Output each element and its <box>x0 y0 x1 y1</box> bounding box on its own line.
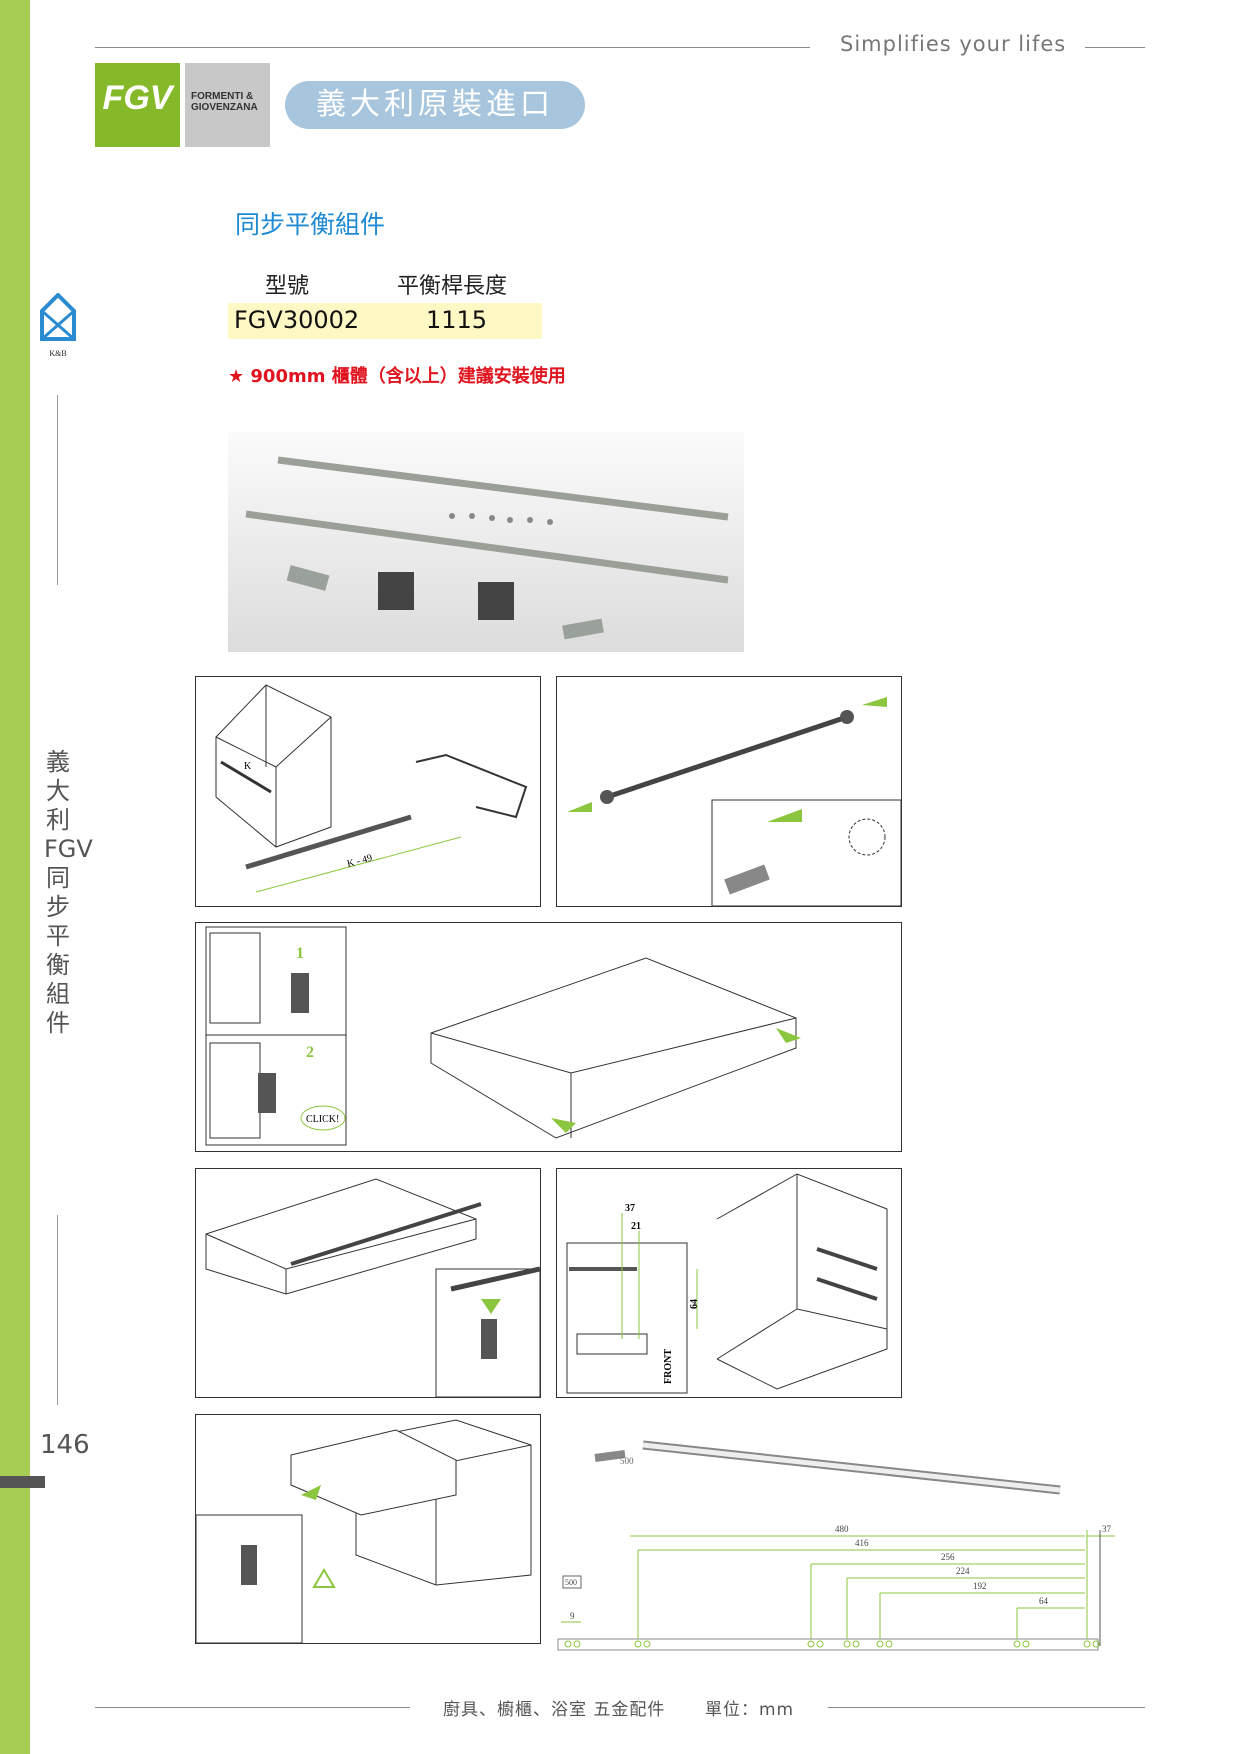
footer-rule-right <box>828 1707 1145 1708</box>
install-note: ★ 900mm 櫃體（含以上）建議安裝使用 <box>228 366 566 387</box>
header-length: 平衡桿長度 <box>397 274 508 299</box>
step-insert-drawer-diagram <box>195 1414 541 1644</box>
page-number: 146 <box>40 1430 90 1460</box>
step-insert-gear-diagram <box>556 676 902 907</box>
drawer-rod-illustration <box>205 1178 541 1398</box>
dim-224: 224 <box>956 1566 970 1576</box>
footer-category: 廚具、櫥櫃、浴室 五金配件 <box>443 1700 666 1720</box>
k-label: K <box>244 761 252 772</box>
step-cut-rod-diagram: K K - 49 <box>195 676 541 907</box>
length-cell: 1115 <box>426 306 488 334</box>
kb-logo-icon <box>40 292 76 341</box>
dim-480: 480 <box>835 1524 849 1534</box>
step-2-label: 2 <box>306 1044 314 1061</box>
step-position-diagram: 37 21 64 FRONT <box>556 1168 902 1398</box>
drawer-insert-illustration <box>195 1419 532 1644</box>
fgv-logo: FGV <box>95 63 180 147</box>
box-500-label: 500 <box>565 1578 577 1587</box>
dim-21: 21 <box>631 1221 641 1232</box>
step-attach-rod-diagram <box>195 1168 541 1398</box>
dim-64: 64 <box>1039 1596 1049 1606</box>
vertical-title: 義大利 FGV 同步平衡組件 <box>44 748 93 1037</box>
brand-name-logo: FORMENTI &GIOVENZANA <box>185 63 270 147</box>
rack-dimension-drawing: 500 480 416 256 224 192 64 37 9 500 <box>555 1414 1125 1654</box>
dim-9: 9 <box>570 1611 575 1621</box>
product-photo <box>228 432 744 652</box>
click-label: CLICK! <box>306 1114 339 1125</box>
header-rule <box>95 47 810 48</box>
model-cell: FGV30002 <box>234 306 360 334</box>
dim-37: 37 <box>625 1203 635 1214</box>
product-title: 同步平衡組件 <box>235 210 386 239</box>
footer-unit: 單位：mm <box>705 1700 795 1720</box>
cut-length-label: K - 49 <box>346 853 374 870</box>
kit-parts-illustration <box>245 456 729 640</box>
position-dimensions-illustration: 37 21 64 FRONT <box>566 1173 888 1394</box>
drawer-mount-illustration: 1 2 CLICK! <box>205 926 801 1146</box>
step-1-label: 1 <box>296 945 304 962</box>
side-rule <box>57 395 58 585</box>
rod-gear-illustration <box>567 697 902 907</box>
brand-name-line-1: FORMENTI & <box>191 91 254 102</box>
import-badge: 義大利原裝進口 <box>285 81 585 129</box>
dim-192: 192 <box>973 1581 987 1591</box>
front-label: FRONT <box>663 1349 674 1384</box>
page-marker <box>0 1476 45 1488</box>
side-accent-bar <box>0 0 30 1754</box>
footer-rule <box>95 1707 410 1708</box>
kb-logo-text: K&B <box>49 349 67 358</box>
brand-name-line-2: GIOVENZANA <box>191 102 258 113</box>
header-model: 型號 <box>265 274 310 299</box>
side-rule <box>57 1215 58 1405</box>
cabinet-saw-illustration: K K - 49 <box>215 684 528 893</box>
tagline: Simplifies your lifes <box>840 32 1067 56</box>
rail-length-label: 500 <box>620 1456 634 1466</box>
dim-256: 256 <box>941 1552 955 1562</box>
dim-416: 416 <box>855 1538 869 1548</box>
dim-37: 37 <box>1102 1524 1112 1534</box>
rack-dimension-illustration: 500 480 416 256 224 192 64 37 9 500 <box>557 1440 1125 1651</box>
kb-logo: K&B <box>38 292 78 358</box>
dim-64: 64 <box>689 1299 700 1309</box>
table-row <box>228 303 542 339</box>
step-mount-drawer-diagram: 1 2 CLICK! <box>195 922 902 1152</box>
header-rule-right <box>1085 47 1145 48</box>
